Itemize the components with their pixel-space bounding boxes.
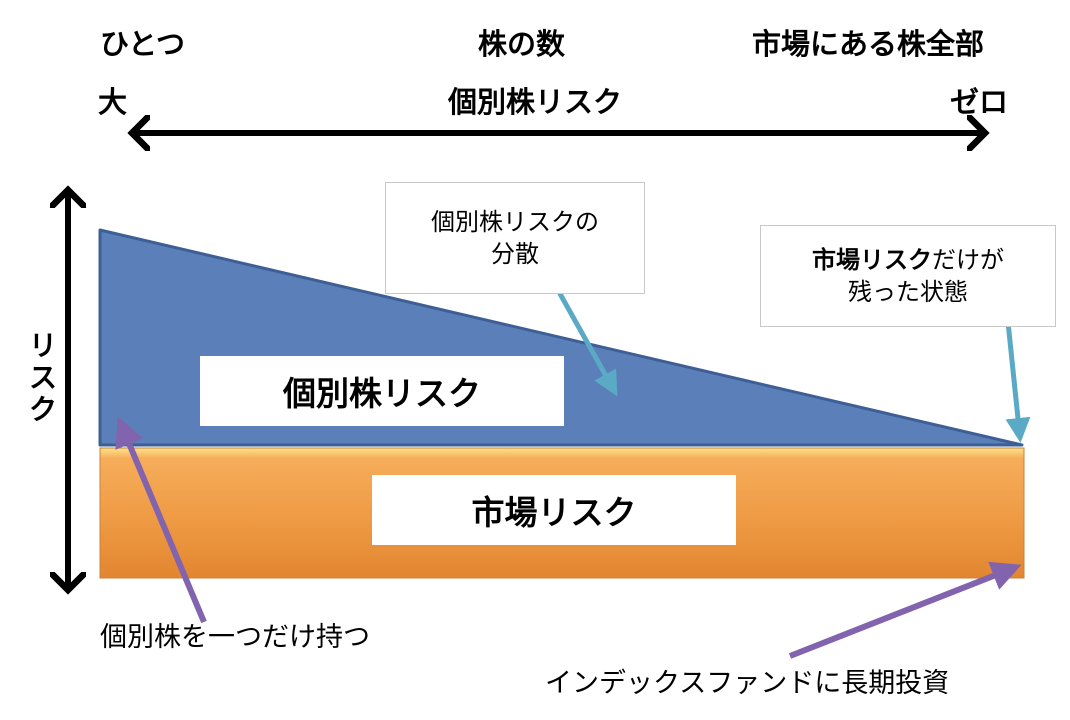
remaining-line1: 市場リスクだけが <box>812 244 1004 276</box>
risk-axis-char-2: ス <box>28 361 57 395</box>
scale-right: ゼロ <box>950 85 1009 119</box>
header-left: ひとつ <box>100 27 185 61</box>
individual-risk-label: 個別株リスク <box>200 356 564 426</box>
market-risk-label: 市場リスク <box>372 475 736 545</box>
scale-center: 個別株リスク <box>448 85 623 119</box>
remaining-risk-callout: 市場リスクだけが 残った状態 <box>760 225 1056 327</box>
header-center: 株の数 <box>478 27 566 61</box>
single-stock-arrow <box>115 416 207 624</box>
diversification-line1: 個別株リスクの <box>431 207 599 236</box>
remaining-bold-text: 市場リスク <box>812 245 932 274</box>
risk-axis-char-1: リ <box>28 329 57 362</box>
risk-axis-char-3: ク <box>28 393 57 427</box>
scale-left: 大 <box>98 85 128 119</box>
remaining-arrow <box>1005 321 1031 443</box>
risk-axis-label: リ ス ク <box>28 329 58 427</box>
diversification-line2: 分散 <box>491 240 539 268</box>
single-stock-annotation: 個別株を一つだけ持つ <box>100 622 370 653</box>
index-fund-arrow <box>788 561 1022 659</box>
remaining-rest-text: だけが <box>932 245 1004 274</box>
diversification-callout: 個別株リスクの 分散 <box>385 182 645 294</box>
index-fund-annotation: インデックスファンドに長期投資 <box>545 668 950 699</box>
header-right: 市場にある株全部 <box>752 27 985 61</box>
remaining-line2: 残った状態 <box>848 278 968 306</box>
